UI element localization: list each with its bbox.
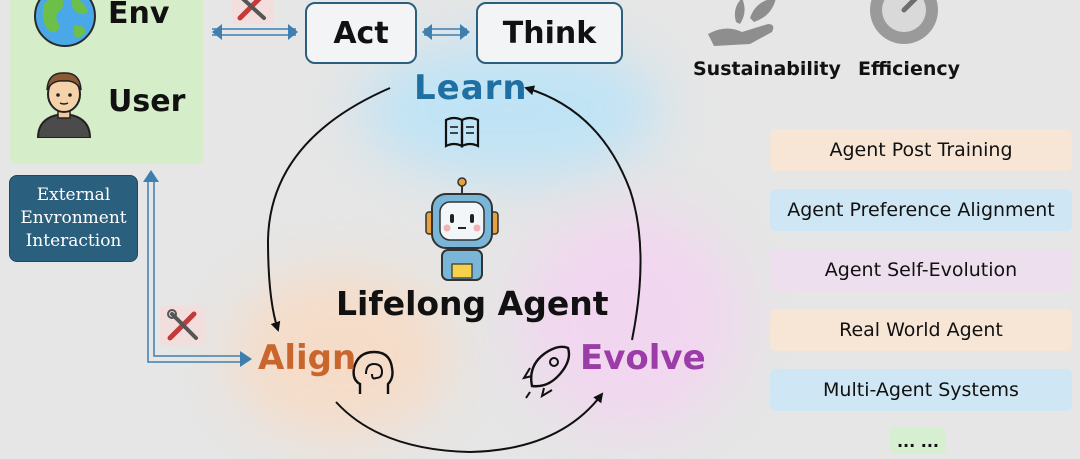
env-label: Env — [108, 0, 170, 31]
align-glow — [230, 270, 450, 440]
arc-evolve-to-learn — [524, 85, 642, 341]
topic-pill: Agent Self-Evolution — [770, 249, 1072, 291]
panel-align-connector — [143, 170, 252, 367]
sustainability-icon — [708, 0, 776, 46]
arc-align-to-evolve — [335, 392, 604, 454]
tools-icon — [232, 0, 274, 24]
topic-pill: Multi-Agent Systems — [770, 369, 1072, 411]
robot-icon — [425, 177, 499, 281]
tools-icon — [160, 306, 206, 346]
topic-label: Agent Self-Evolution — [824, 259, 1018, 281]
more-topics-pill: ... ... — [890, 428, 946, 454]
user-label: User — [108, 84, 186, 119]
arc-learn-to-align — [266, 87, 391, 332]
globe-icon — [34, 0, 96, 47]
act-box: Act — [305, 2, 417, 64]
think-box: Think — [476, 2, 623, 64]
lifelong-agent-label: Lifelong Agent — [336, 284, 609, 323]
evolve-glow — [520, 210, 740, 430]
sustainability-label: Sustainability — [693, 58, 841, 80]
user-avatar-icon — [36, 72, 92, 138]
topic-label: Agent Post Training — [829, 139, 1013, 161]
head-icon — [352, 350, 394, 394]
topic-label: Multi-Agent Systems — [823, 379, 1019, 401]
learn-label: Learn — [414, 68, 528, 108]
topic-pill: Agent Preference Alignment — [770, 189, 1072, 231]
external-environment-interaction-box: External Envronment Interaction — [9, 175, 138, 262]
external-box-line-3: Interaction — [25, 231, 122, 251]
topic-label: Agent Preference Alignment — [787, 199, 1055, 221]
topic-pill: Agent Post Training — [770, 129, 1072, 171]
align-label: Align — [258, 338, 357, 378]
env-act-arrow — [212, 24, 298, 40]
gauge-icon — [870, 0, 938, 44]
external-box-line-2: Envronment — [20, 208, 127, 228]
efficiency-label: Efficiency — [858, 58, 961, 80]
rocket-icon — [521, 345, 571, 399]
act-think-arrow — [422, 24, 470, 40]
topic-pill: Real World Agent — [770, 309, 1072, 351]
evolve-label: Evolve — [580, 338, 706, 378]
topic-label: Real World Agent — [839, 319, 1003, 341]
external-box-line-1: External — [36, 185, 111, 205]
book-icon — [444, 116, 480, 148]
